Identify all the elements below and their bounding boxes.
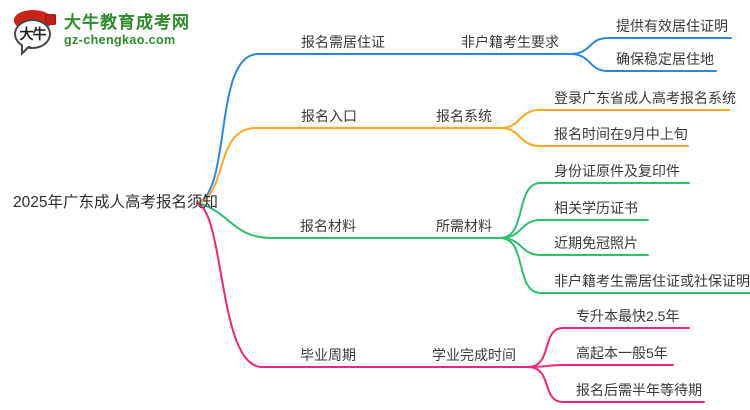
branch3-topic-label: 报名材料: [300, 218, 356, 234]
branch4-leaf2-line: [527, 364, 674, 368]
branch1-subtopic-label: 非户籍考生要求: [461, 34, 559, 50]
logo-title: 大牛教育成考网: [64, 13, 190, 32]
branch4-leaf3-label: 报名后需半年等待期: [576, 382, 702, 398]
branch4-main-line: [196, 202, 529, 368]
logo-speech-bubble: 大牛: [14, 19, 51, 49]
root-node-label: 2025年广东成人高考报名须知: [13, 194, 218, 211]
branch3-leaf1-line: [499, 182, 690, 239]
logo-red-seal: [45, 14, 56, 25]
branch4-leaf3-line: [527, 366, 705, 403]
branch3-main-line: [196, 202, 501, 239]
logo-url: gz-chengkao.com: [64, 33, 176, 47]
branch4-leaf2-label: 高起本一般5年: [576, 345, 668, 361]
logo-text-block: 大牛教育成考网 gz-chengkao.com: [64, 8, 190, 48]
branch1-topic-label: 报名需居住证: [301, 34, 385, 50]
branch4-leaf1-label: 专升本最快2.5年: [576, 308, 680, 324]
logo-bubble-icon: 大牛: [12, 8, 58, 56]
branch1-leaf1-line: [569, 37, 732, 55]
branch3-leaf4-line: [499, 237, 750, 294]
branch1-leaf1-label: 提供有效居住证明: [616, 18, 728, 34]
logo-mark-text: 大牛: [19, 26, 47, 42]
branch1-leaf2-label: 确保稳定居住地: [616, 51, 714, 67]
branch3-leaf1-label: 身份证原件及复印件: [554, 163, 680, 179]
branch2-leaf2-label: 报名时间在9月中上旬: [554, 126, 688, 142]
branch2-leaf1-line: [499, 109, 730, 129]
branch2-topic-label: 报名入口: [301, 108, 357, 124]
branch1-main-line: [196, 53, 571, 204]
branch3-leaf2-line: [499, 219, 649, 239]
branch3-leaf2-label: 相关学历证书: [554, 200, 638, 216]
branch2-leaf1-label: 登录广东省成人高考报名系统: [554, 90, 736, 106]
branch3-leaf4-label: 非户籍考生需居住证或社保证明: [554, 273, 750, 289]
branch2-leaf2-line: [499, 127, 689, 147]
branch2-main-line: [196, 127, 501, 204]
branch4-subtopic-label: 学业完成时间: [432, 347, 516, 363]
logo-bubble-tail: [21, 46, 31, 56]
branch3-leaf3-label: 近期免冠照片: [554, 235, 638, 251]
branch4-topic-label: 毕业周期: [300, 347, 356, 363]
branch3-subtopic-label: 所需材料: [436, 218, 492, 234]
branch4-leaf1-line: [527, 327, 690, 368]
branch2-subtopic-label: 报名系统: [436, 108, 492, 124]
branch1-leaf2-line: [569, 53, 717, 72]
site-logo: 大牛 大牛教育成考网 gz-chengkao.com: [12, 8, 190, 56]
